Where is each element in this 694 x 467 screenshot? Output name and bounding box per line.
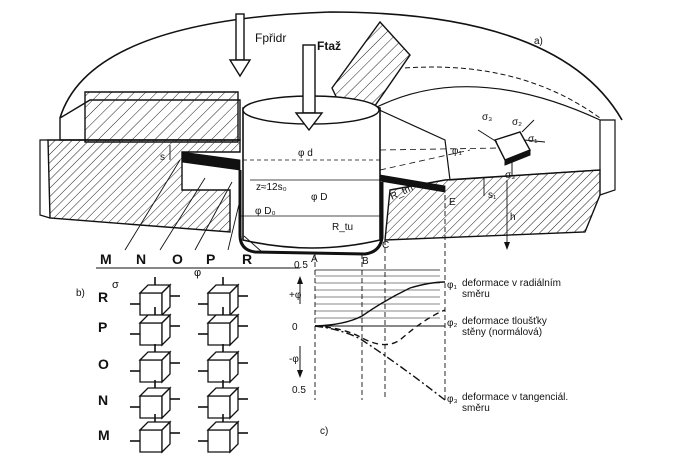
zone-letters: M N O P R <box>96 251 300 269</box>
punch-force-arrow <box>294 44 324 132</box>
row-M: M <box>98 427 110 443</box>
panel-a-label: a) <box>534 36 543 47</box>
dim-d-label: φ d <box>298 148 313 159</box>
point-A: A <box>311 254 318 265</box>
curve1-label-1: deformace v radiálním <box>462 278 561 289</box>
curve-thickness <box>314 309 446 346</box>
row-O: O <box>98 356 109 372</box>
element-cube <box>198 277 248 317</box>
axis-plus: +φ <box>289 290 302 301</box>
blank-holder-right <box>331 20 411 111</box>
strain-graph <box>297 269 446 401</box>
holder-force-arrow <box>228 13 252 78</box>
sigma2-label: σ₂ <box>512 117 522 128</box>
holder-force-label: Fpřidr <box>255 31 286 45</box>
element-cube <box>130 380 180 420</box>
sigma3-label: σ₃ <box>505 170 515 181</box>
zone-R: R <box>242 251 252 267</box>
curve-tangential <box>314 325 446 401</box>
dim-D0-label: φ D₀ <box>255 206 276 217</box>
curve2-label-2: stěny (normálová) <box>462 327 542 338</box>
curve1-label-2: směru <box>462 289 490 300</box>
point-E: E <box>449 197 456 208</box>
tick-bottom: 0.5 <box>292 385 306 396</box>
element-cube <box>130 277 180 317</box>
phi-sym-3: φ₃ <box>447 394 458 405</box>
die-right <box>384 169 601 241</box>
r-tu-label: R_tu <box>332 222 353 233</box>
tick-zero: 0 <box>292 322 298 333</box>
s-label: s <box>160 152 165 163</box>
panel-c-label: c) <box>320 426 328 437</box>
curve2-label-1: deformace tloušťky <box>462 316 547 327</box>
cup-wall <box>238 170 384 256</box>
element-cube <box>130 307 180 347</box>
curve-radial <box>314 281 446 327</box>
zone-N: N <box>136 251 146 267</box>
element-cube <box>130 414 180 454</box>
zone-P: P <box>206 251 215 267</box>
row-R: R <box>98 289 108 305</box>
panel-b-label: b) <box>76 288 85 299</box>
zone-O: O <box>172 251 183 267</box>
phi-column-label: φ <box>194 267 201 279</box>
die-assembly <box>39 11 623 400</box>
tick-top: 0.5 <box>294 260 308 271</box>
point-C: C <box>382 240 389 251</box>
sigma-column-label: σ <box>112 279 119 291</box>
point-B: B <box>362 256 369 267</box>
row-N: N <box>98 392 108 408</box>
punch-force-label: Ftaž <box>317 39 341 53</box>
phi-sym-2: φ₂ <box>447 318 457 329</box>
element-cube <box>198 307 248 347</box>
h-label: h <box>510 212 516 223</box>
sigma3-top-label: σ₃ <box>482 112 492 123</box>
sigma1-label: σ₁ <box>528 134 538 145</box>
row-labels: R P O N M <box>98 289 110 443</box>
element-cubes <box>130 277 248 454</box>
z-label: z≈12s₀ <box>256 182 287 193</box>
curve3-label-1: deformace v tangenciál. <box>462 392 568 403</box>
element-cube <box>198 380 248 420</box>
dim-D-label: φ D <box>311 192 327 203</box>
element-cube <box>198 344 248 384</box>
element-cube <box>130 344 180 384</box>
row-P: P <box>98 319 107 335</box>
zone-M: M <box>100 251 112 267</box>
axis-minus: -φ <box>289 354 299 365</box>
blank-flange-left <box>181 151 241 171</box>
curve3-label-2: směru <box>462 403 490 414</box>
phi-sym-1: φ₁ <box>447 280 457 291</box>
s1-label: s₁ <box>488 190 497 201</box>
blank-holder-left <box>84 91 239 143</box>
die-left <box>47 139 241 233</box>
element-cube <box>198 414 248 454</box>
phi1-label: φ₁ <box>452 146 462 157</box>
